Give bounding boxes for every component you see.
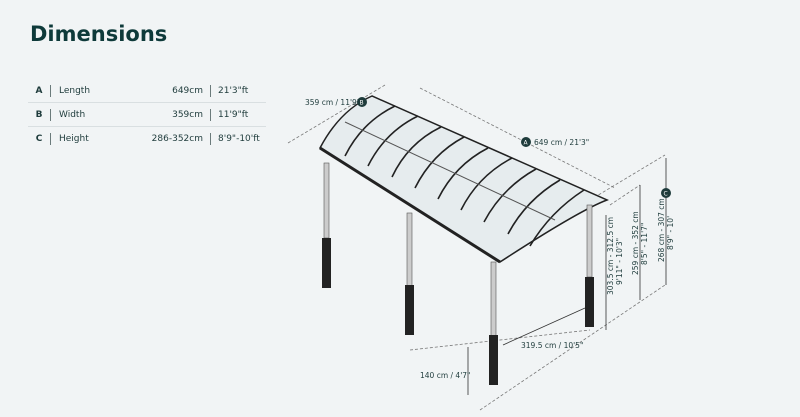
row-cm: 286-352cm — [151, 133, 203, 144]
divider — [50, 84, 51, 97]
width-label: 359 cm / 11'9" — [305, 98, 360, 107]
marker-c — [661, 188, 671, 198]
dimension-guides — [287, 84, 666, 411]
marker-a — [521, 137, 531, 147]
row-label: Width — [59, 109, 86, 120]
height-label-3: 268 cm - 307 cm — [657, 198, 666, 262]
marker-a-label: A — [524, 140, 529, 147]
divider — [210, 108, 211, 121]
row-key: C — [35, 133, 43, 144]
post-spacing-label: 319.5 cm / 10'5" — [521, 341, 583, 350]
row-ft: 8'9"-10'ft — [218, 133, 260, 144]
dimensions-table: A Length 649cm 21'3"ft B Width 359cm 11'… — [28, 79, 266, 150]
table-row: A Length 649cm 21'3"ft — [28, 79, 266, 103]
height-label-2-ft: 8'5" - 11'7" — [640, 223, 649, 265]
row-cm: 359cm — [172, 109, 203, 120]
row-key: A — [35, 85, 43, 96]
marker-c-label: C — [664, 191, 668, 198]
row-label: Height — [59, 133, 89, 144]
divider — [50, 108, 51, 121]
roof — [319, 95, 609, 264]
page-title: Dimensions — [30, 22, 168, 46]
divider — [210, 132, 211, 145]
divider — [210, 84, 211, 97]
height-label-2: 259 cm - 352 cm — [631, 211, 640, 275]
table-row: C Height 286-352cm 8'9"-10'ft — [28, 127, 266, 150]
marker-b — [357, 97, 367, 107]
row-ft: 11'9"ft — [218, 109, 249, 120]
row-ft: 21'3"ft — [218, 85, 249, 96]
divider — [50, 132, 51, 145]
height-label-1-ft: 9'11" - 10'3" — [615, 238, 624, 285]
marker-b-label: B — [360, 100, 364, 107]
height-label-3-ft: 8'9" - 10' — [666, 216, 675, 250]
posts — [322, 162, 594, 385]
length-label: 649 cm / 21'3" — [534, 138, 589, 147]
table-row: B Width 359cm 11'9"ft — [28, 103, 266, 127]
row-key: B — [35, 109, 43, 120]
dimension-lines — [467, 158, 667, 395]
row-label: Length — [59, 85, 91, 96]
height-label-1: 303.5 cm - 312.5 cm — [606, 217, 615, 295]
footing-label: 140 cm / 4'7" — [420, 371, 470, 380]
row-cm: 649cm — [172, 85, 203, 96]
